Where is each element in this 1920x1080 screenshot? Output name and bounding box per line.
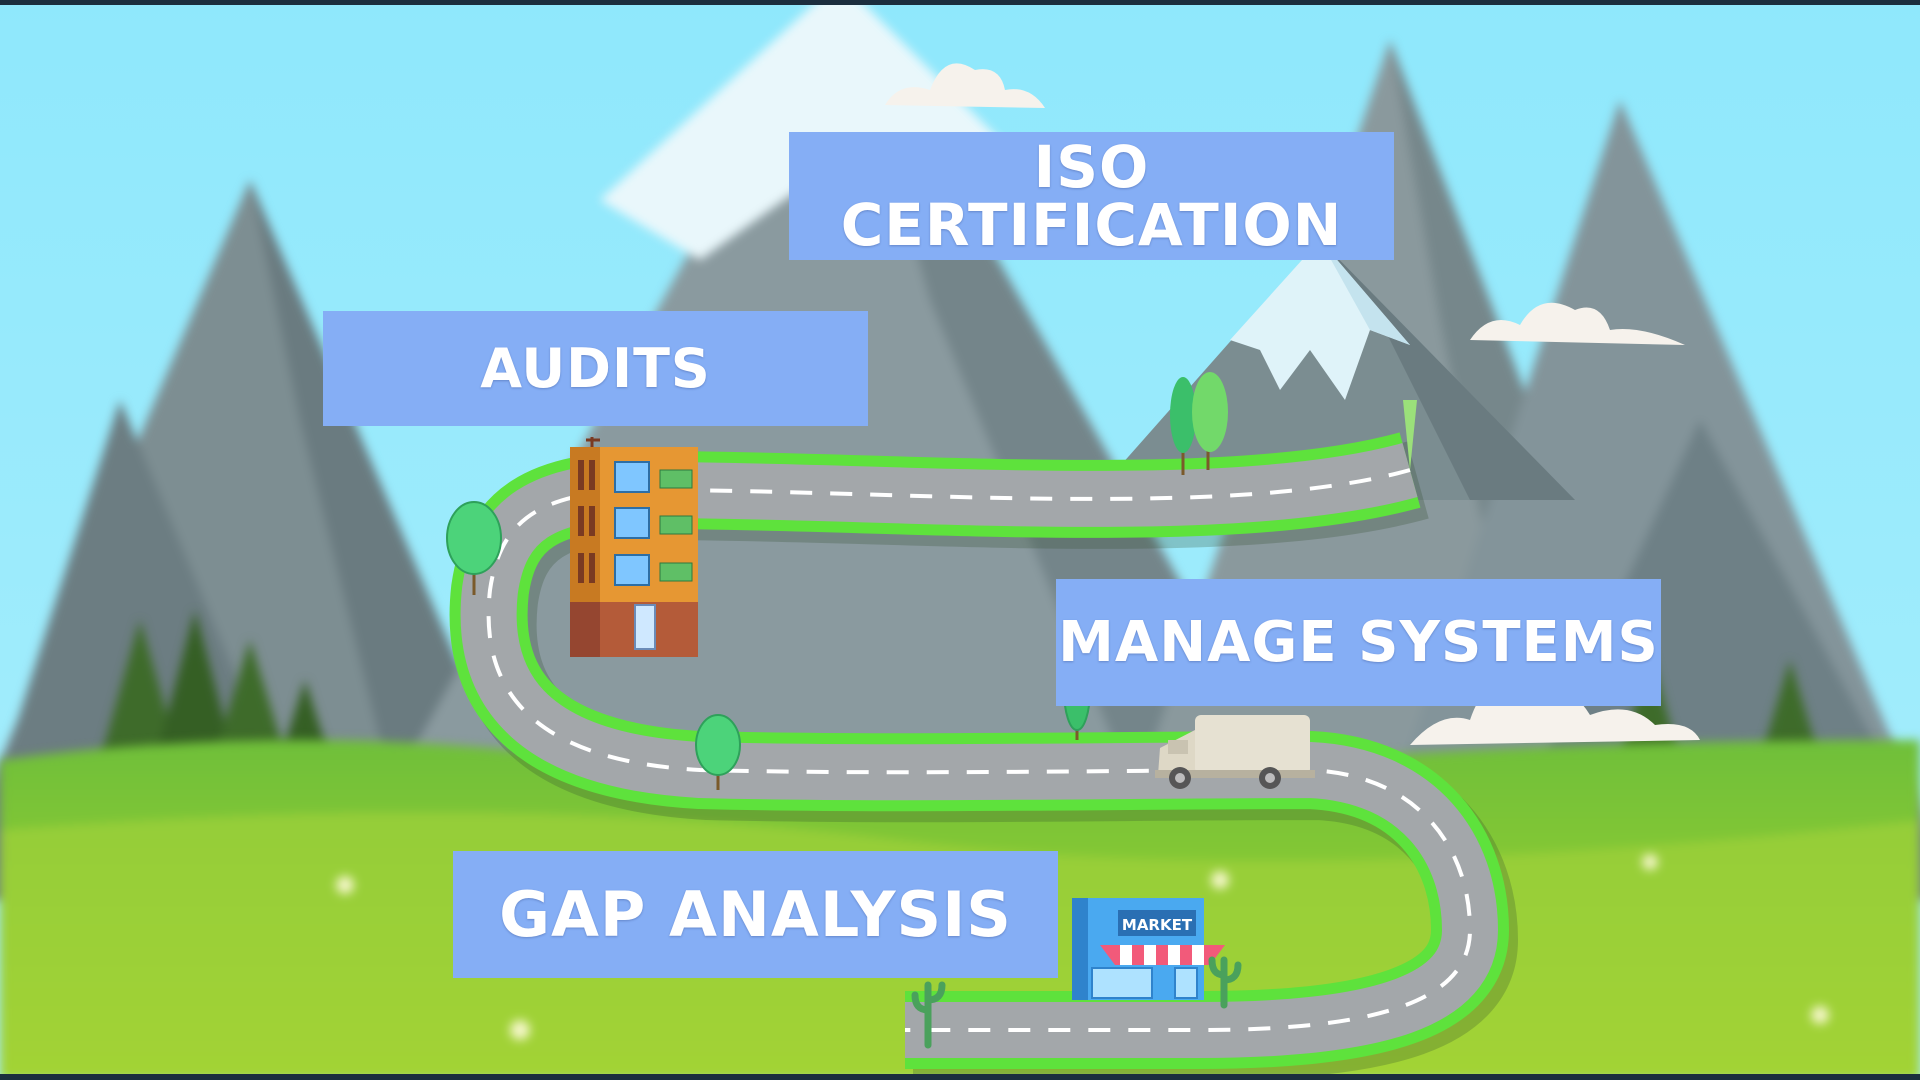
frame-border-bottom <box>0 1074 1920 1080</box>
market-sign: MARKET <box>1122 916 1193 934</box>
market-icon: MARKET <box>1072 898 1225 1000</box>
iso-certification-label: ISO CERTIFICATION <box>789 132 1394 260</box>
manage-systems-label: MANAGE SYSTEMS <box>1056 579 1661 706</box>
audits-label: AUDITS <box>323 311 868 426</box>
iso-label-line2: CERTIFICATION <box>840 191 1343 259</box>
truck-icon <box>1155 715 1315 789</box>
iso-label-line1: ISO <box>1033 133 1150 201</box>
cloud-icon <box>885 63 1700 745</box>
cactus-icon <box>911 956 1242 1049</box>
gap-analysis-label: GAP ANALYSIS <box>453 851 1058 978</box>
frame-border-top <box>0 0 1920 5</box>
winding-road <box>449 432 1519 1080</box>
building-icon <box>570 437 698 657</box>
